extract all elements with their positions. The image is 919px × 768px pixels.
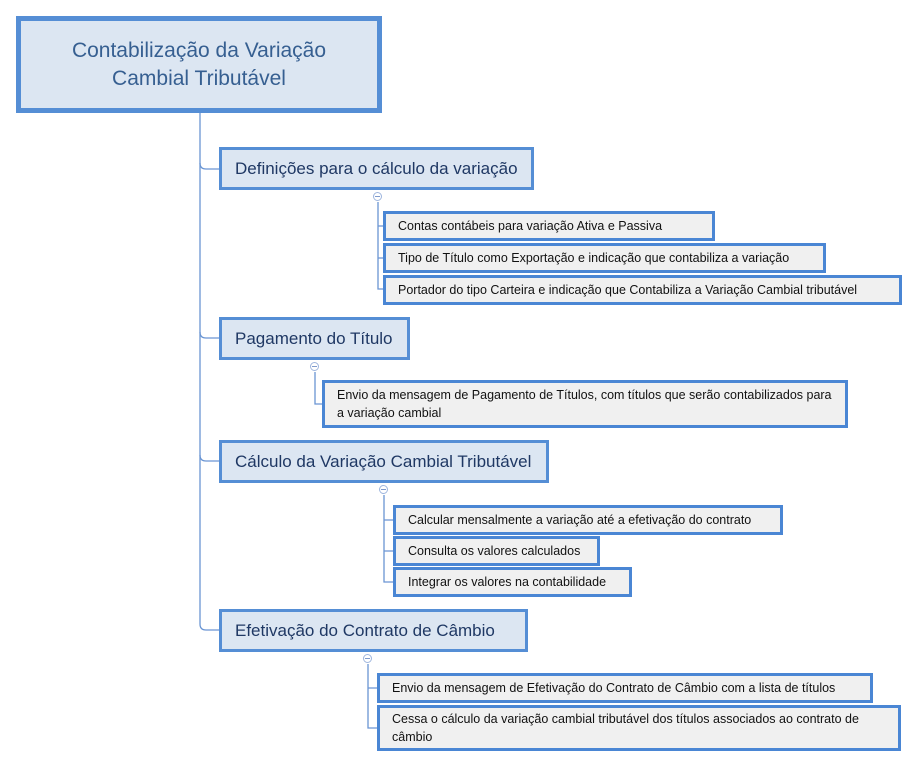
- subtopic-label: Envio da mensagem de Pagamento de Título…: [337, 388, 832, 420]
- subtopic[interactable]: Consulta os valores calculados: [393, 536, 600, 566]
- subtopic[interactable]: Integrar os valores na contabilidade: [393, 567, 632, 597]
- subtopic[interactable]: Envio da mensagem de Pagamento de Título…: [322, 380, 848, 428]
- topic-label: Definições para o cálculo da variação: [235, 158, 518, 178]
- topic-definicoes[interactable]: Definições para o cálculo da variação: [219, 147, 534, 190]
- topic-label: Cálculo da Variação Cambial Tributável: [235, 451, 532, 471]
- subtopic-label: Tipo de Título como Exportação e indicaç…: [398, 251, 790, 265]
- topic-label: Efetivação do Contrato de Câmbio: [235, 620, 495, 640]
- subtopic[interactable]: Portador do tipo Carteira e indicação qu…: [383, 275, 902, 305]
- collapse-toggle-icon[interactable]: [373, 192, 382, 201]
- subtopic[interactable]: Cessa o cálculo da variação cambial trib…: [377, 705, 901, 751]
- subtopic-label: Calcular mensalmente a variação até a ef…: [408, 513, 752, 527]
- collapse-toggle-icon[interactable]: [379, 485, 388, 494]
- subtopic-label: Cessa o cálculo da variação cambial trib…: [392, 712, 859, 744]
- subtopic-label: Consulta os valores calculados: [408, 544, 581, 558]
- subtopic[interactable]: Calcular mensalmente a variação até a ef…: [393, 505, 783, 535]
- subtopic-label: Portador do tipo Carteira e indicação qu…: [398, 283, 858, 297]
- subtopic[interactable]: Tipo de Título como Exportação e indicaç…: [383, 243, 826, 273]
- subtopic-label: Integrar os valores na contabilidade: [408, 575, 607, 589]
- subtopic[interactable]: Contas contábeis para variação Ativa e P…: [383, 211, 715, 241]
- collapse-toggle-icon[interactable]: [310, 362, 319, 371]
- collapse-toggle-icon[interactable]: [363, 654, 372, 663]
- subtopic[interactable]: Envio da mensagem de Efetivação do Contr…: [377, 673, 873, 703]
- subtopic-label: Contas contábeis para variação Ativa e P…: [398, 219, 663, 233]
- topic-label: Pagamento do Título: [235, 328, 393, 348]
- topic-efetivacao[interactable]: Efetivação do Contrato de Câmbio: [219, 609, 528, 652]
- root-title: Contabilização da Variação Cambial Tribu…: [71, 38, 327, 90]
- root-topic[interactable]: Contabilização da Variação Cambial Tribu…: [16, 16, 382, 113]
- subtopic-label: Envio da mensagem de Efetivação do Contr…: [392, 681, 836, 695]
- topic-calculo[interactable]: Cálculo da Variação Cambial Tributável: [219, 440, 549, 483]
- topic-pagamento[interactable]: Pagamento do Título: [219, 317, 410, 360]
